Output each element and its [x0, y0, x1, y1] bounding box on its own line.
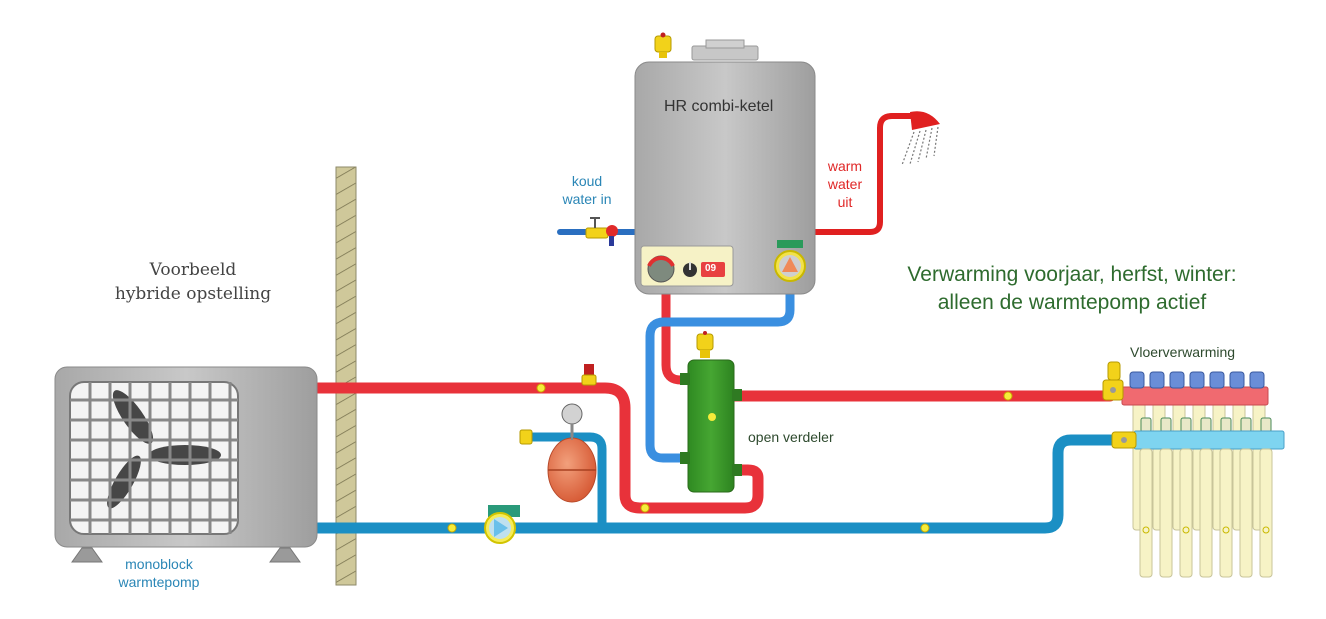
flow-meter-cap [1169, 371, 1185, 389]
loop-marker [1262, 526, 1270, 534]
heating-loop-return [1159, 448, 1173, 578]
open-distributor [680, 331, 742, 493]
heating-loop-return [1179, 448, 1193, 578]
hot-water-label: warm water uit [818, 157, 872, 211]
return-valve-cap [1160, 417, 1172, 433]
flow-meter-cap [1249, 371, 1265, 389]
heat-pump-label-line-1: monoblock [125, 556, 193, 572]
flow-meter-cap [1229, 371, 1245, 389]
supply-manifold-bar [1121, 386, 1269, 406]
cold-water-label-line-1: koud [571, 173, 603, 189]
supply-valve-actuator [1107, 361, 1121, 381]
heat-pump-label: monoblock warmtepomp [104, 555, 214, 591]
heat-pump-unit [54, 366, 318, 563]
safety-valve [581, 364, 597, 386]
boiler-return-pipe [645, 285, 795, 463]
return-valve-cap [1180, 417, 1192, 433]
pipes [312, 113, 1121, 534]
valve-knob [1110, 387, 1116, 393]
circulation-pump [484, 505, 520, 544]
boiler-label: HR combi-ketel [664, 98, 774, 115]
hot-water-label-line-2: water [827, 176, 863, 192]
return-valve-cap [1260, 417, 1272, 433]
diagram-title-line-2: hybride opstelling [114, 284, 272, 304]
combi-boiler [634, 32, 816, 295]
shower-head-icon [901, 111, 940, 166]
flow-meter-cap [1149, 371, 1165, 389]
loop-marker [1182, 526, 1190, 534]
heating-loop-return [1259, 448, 1273, 578]
return-valve-cap [1200, 417, 1212, 433]
cold-water-label-line-2: water in [562, 191, 612, 207]
boiler-supply-pipe [661, 285, 695, 385]
diagram-title-line-1: Voorbeeld [149, 260, 237, 280]
open-distributor-label: open verdeler [748, 429, 834, 445]
pressure-gauge [647, 255, 675, 283]
heating-loop-return [1219, 448, 1233, 578]
supply-pipe-heatpump [312, 382, 764, 514]
return-valve-cap [1240, 417, 1252, 433]
flow-meter-cap [1209, 371, 1225, 389]
return-pipe-heatpump [312, 434, 1121, 534]
boiler-display-value: 09 [705, 263, 717, 274]
floor-heating-manifold [1102, 361, 1285, 578]
loop-marker [1142, 526, 1150, 534]
cold-water-label: koud water in [552, 172, 622, 208]
valve-knob [1121, 437, 1127, 443]
flow-meter-cap [1129, 371, 1145, 389]
return-manifold-bar [1133, 430, 1285, 450]
diagram-title: Voorbeeld hybride opstelling [78, 258, 308, 306]
return-valve-cap [1140, 417, 1152, 433]
hot-water-pipe [812, 113, 918, 235]
heating-loop-return [1239, 448, 1253, 578]
mode-caption: Verwarming voorjaar, herfst, winter: all… [858, 261, 1286, 317]
hot-water-label-line-1: warm [827, 158, 863, 174]
outer-wall [335, 166, 357, 586]
return-valve-cap [1220, 417, 1232, 433]
temperature-display [701, 262, 725, 277]
heating-loop-return [1139, 448, 1153, 578]
manometer-icon [561, 403, 583, 425]
heat-pump-label-line-2: warmtepomp [118, 574, 200, 590]
hot-water-label-line-3: uit [837, 194, 853, 210]
floor-heating-label: Vloerverwarming [1130, 344, 1236, 360]
mode-caption-line-1: Verwarming voorjaar, herfst, winter: [907, 263, 1237, 286]
flow-meter-cap [1189, 371, 1205, 389]
expansion-branch-pipe [525, 432, 607, 533]
expansion-vessel [519, 403, 597, 503]
cold-water-valves [585, 217, 618, 246]
heating-loop-return [1199, 448, 1213, 578]
mode-caption-line-2: alleen de warmtepomp actief [937, 291, 1207, 314]
loop-marker [1222, 526, 1230, 534]
